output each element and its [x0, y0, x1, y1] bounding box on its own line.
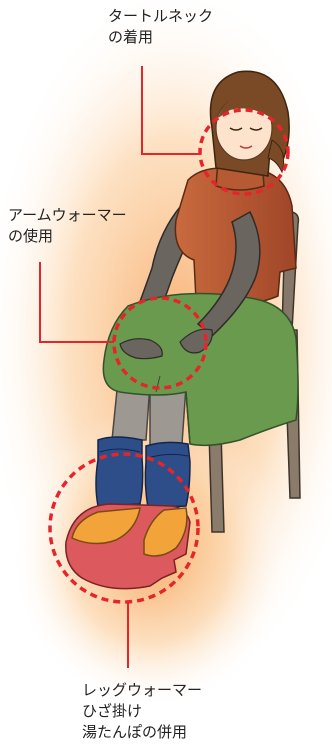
label-leg-warmer: レッグウォーマー ひざ掛け 湯たんぽの併用: [82, 680, 202, 743]
label-arm-warmer: アームウォーマー の使用: [8, 205, 127, 247]
label-turtleneck-line2: の着用: [108, 27, 213, 48]
label-arm-warmer-line1: アームウォーマー: [8, 205, 127, 226]
label-turtleneck-line1: タートルネック: [108, 6, 213, 27]
label-leg-warmer-line3: 湯たんぽの併用: [82, 722, 202, 743]
head: [210, 71, 289, 176]
label-leg-warmer-line1: レッグウォーマー: [82, 680, 202, 701]
label-arm-warmer-line2: の使用: [8, 226, 127, 247]
label-turtleneck: タートルネック の着用: [108, 6, 213, 48]
label-leg-warmer-line2: ひざ掛け: [82, 701, 202, 722]
